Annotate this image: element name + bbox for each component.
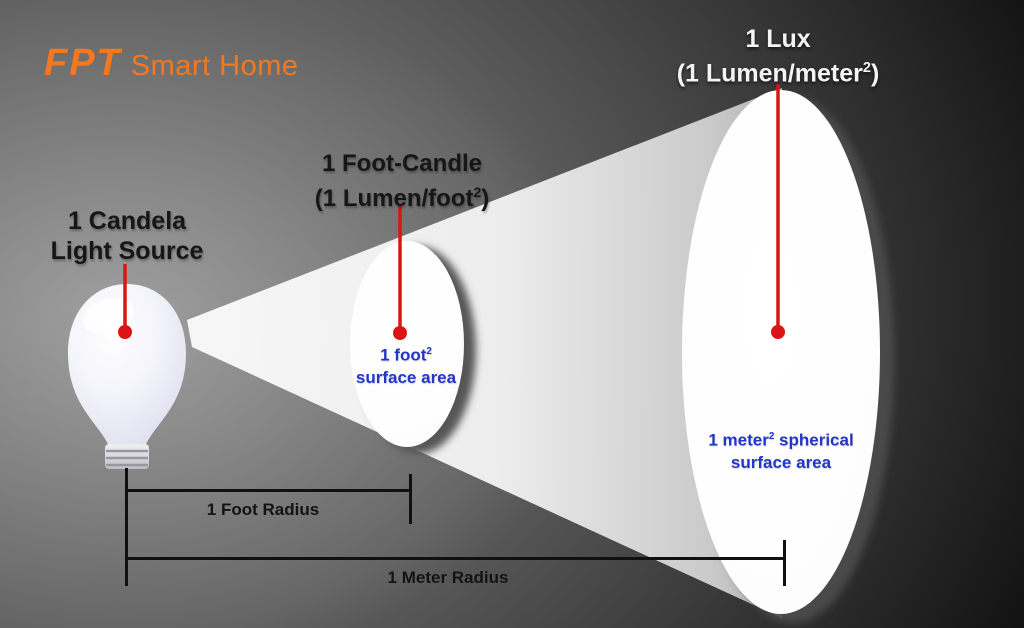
meter-surface-value: 1 meter — [708, 430, 769, 450]
lux-disc — [682, 90, 880, 614]
foot-disc — [350, 241, 464, 447]
lux-label: 1 Lux (1 Lumen/meter2) — [677, 25, 880, 88]
candela-pointer-dot — [118, 325, 132, 339]
lux-title: 1 Lux — [745, 25, 811, 53]
meter-surface-superscript: 2 — [768, 431, 775, 442]
foot-radius-label: 1 Foot Radius — [206, 500, 320, 519]
foot-candle-unit-close: ) — [481, 185, 490, 212]
pointer-lines — [123, 84, 780, 331]
meter-radius-label: 1 Meter Radius — [387, 568, 509, 587]
fpt-wordmark: FPT — [44, 42, 122, 84]
lux-unit-close: ) — [870, 59, 880, 88]
candela-label: 1 Candela Light Source — [51, 206, 204, 266]
foot-surface-label: 1 foot2 surface area — [356, 341, 456, 389]
measurement-lines — [125, 468, 786, 586]
foot-candle-unit-open: (1 Lumen/foot — [314, 185, 474, 212]
light-bulb — [68, 284, 186, 469]
candela-label-line2: Light Source — [50, 237, 204, 265]
lux-surface-disc — [682, 90, 894, 623]
foot-surface-line2: surface area — [355, 367, 457, 387]
lux-pointer-dot — [771, 325, 785, 339]
lux-unit-superscript: 2 — [862, 60, 871, 76]
foot-candle-pointer-dot — [393, 326, 407, 340]
meter-surface-label: 1 meter2 spherical surface area — [708, 426, 853, 474]
light-beam-cone — [187, 88, 782, 618]
foot-candle-unit: (1 Lumen/foot2) — [315, 178, 489, 213]
lux-unit: (1 Lumen/meter2) — [677, 54, 880, 88]
bulb-screw-ridges — [106, 449, 148, 467]
candela-label-line1: 1 Candela — [67, 207, 187, 235]
foot-candle-surface-disc — [350, 241, 476, 454]
foot-candle-label: 1 Foot-Candle (1 Lumen/foot2) — [315, 150, 489, 213]
foot-surface-value: 1 foot — [380, 345, 427, 365]
foot-surface-superscript: 2 — [426, 346, 432, 357]
meter-surface-rest: spherical — [774, 430, 854, 450]
foot-surface-line1: 1 foot2 — [356, 341, 456, 367]
pointer-markers — [118, 84, 785, 340]
lux-unit-open: (1 Lumen/meter — [676, 59, 863, 88]
smart-home-wordmark: Smart Home — [130, 50, 299, 82]
fpt-smart-home-logo: FPT Smart Home — [44, 42, 299, 85]
pointer-dots — [118, 325, 785, 340]
foot-candle-title: 1 Foot-Candle — [321, 150, 482, 177]
foot-candle-unit-superscript: 2 — [473, 184, 482, 200]
bulb-highlight — [82, 297, 134, 335]
meter-surface-line1: 1 meter2 spherical — [708, 426, 853, 452]
meter-surface-line2: surface area — [730, 452, 832, 472]
